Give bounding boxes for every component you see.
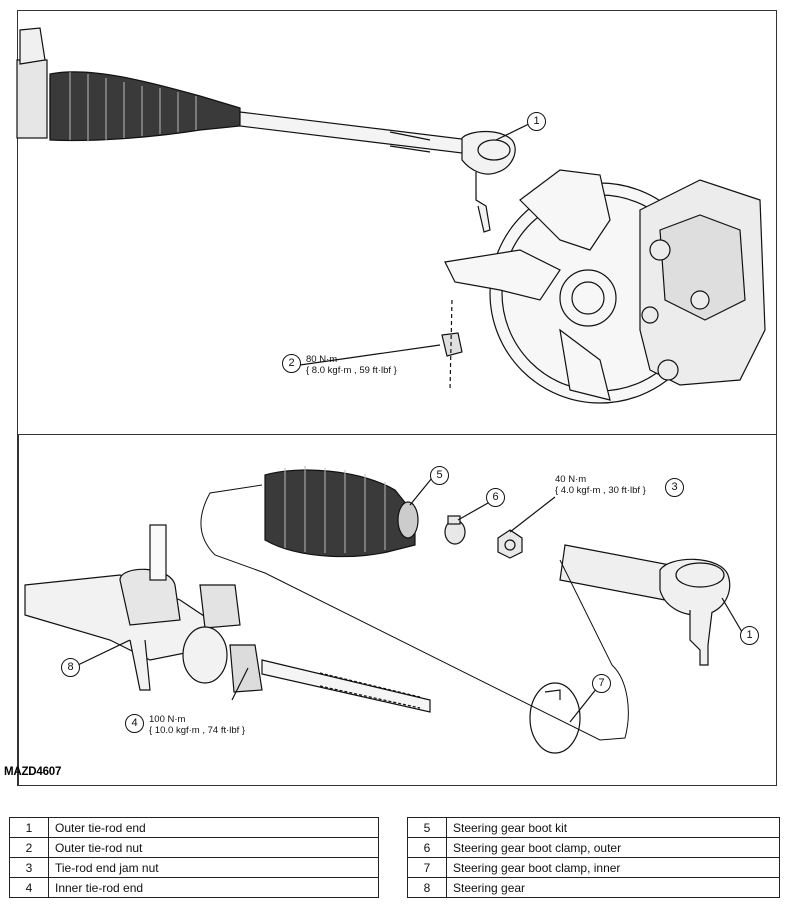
torque-value: 100 N·m: [149, 714, 186, 725]
steering-knuckle: [444, 169, 711, 404]
steering-gear-boot-part: [264, 466, 419, 558]
steering-gear-housing: [24, 524, 241, 691]
legend-num: 6: [407, 837, 447, 858]
callout-2: 2: [282, 354, 301, 373]
torque-conversion: { 8.0 kgf·m , 59 ft·lbf }: [306, 365, 397, 376]
legend-num: 5: [407, 817, 447, 838]
torque-value: 40 N·m: [555, 474, 587, 485]
callout-1-top: 1: [527, 112, 546, 131]
torque-spec-outer-nut: 80 N·m { 8.0 kgf·m , 59 ft·lbf }: [306, 354, 397, 376]
legend-num: 2: [9, 837, 49, 858]
legend-label: Outer tie-rod end: [48, 817, 379, 838]
leader-3: [509, 496, 556, 533]
callout-5: 5: [430, 466, 449, 485]
boot-clamp-inner-part: [529, 682, 581, 754]
legend-label: Outer tie-rod nut: [48, 837, 379, 858]
legend-num: 3: [9, 857, 49, 878]
legend-num: 4: [9, 877, 49, 898]
torque-conversion: { 4.0 kgf·m , 30 ft·lbf }: [555, 485, 646, 496]
figure-id: MAZD4607: [4, 766, 62, 778]
tie-rod-upper: [239, 111, 471, 155]
callout-6: 6: [486, 488, 505, 507]
legend-label: Steering gear: [446, 877, 780, 898]
leader-1-bottom: [721, 597, 743, 633]
callout-3: 3: [665, 478, 684, 497]
leader-4: [231, 667, 249, 701]
leader-7: [569, 687, 598, 723]
torque-spec-jam-nut: 40 N·m { 4.0 kgf·m , 30 ft·lbf }: [555, 474, 646, 496]
legend-num: 7: [407, 857, 447, 878]
callout-4: 4: [125, 714, 144, 733]
exploded-view-frame: [18, 434, 776, 786]
legend-label: Steering gear boot clamp, outer: [446, 837, 780, 858]
torque-spec-inner-end: 100 N·m { 10.0 kgf·m , 74 ft·lbf }: [149, 714, 245, 736]
callout-7: 7: [592, 674, 611, 693]
callout-1-bottom: 1: [740, 626, 759, 645]
steering-diagram-art: [16, 27, 766, 754]
boot-clamp-outer-part: [444, 515, 466, 545]
leader-6: [457, 502, 489, 521]
legend-label: Tie-rod end jam nut: [48, 857, 379, 878]
torque-value: 80 N·m: [306, 354, 338, 365]
legend-label: Inner tie-rod end: [48, 877, 379, 898]
tie-rod-sleeve: [559, 544, 671, 601]
legend-num: 1: [9, 817, 49, 838]
tie-rod-end-upper: [461, 130, 516, 233]
torque-conversion: { 10.0 kgf·m , 74 ft·lbf }: [149, 725, 246, 736]
assembly-guide-loop: [200, 484, 629, 741]
leader-2: [299, 344, 441, 366]
legend-label: Steering gear boot clamp, inner: [446, 857, 780, 878]
brake-caliper: [639, 179, 766, 386]
steering-rack-upper: [16, 27, 51, 139]
jam-nut-part: [497, 529, 523, 559]
callout-8: 8: [61, 658, 80, 677]
tie-rod-end-lower: [659, 558, 731, 666]
legend-num: 8: [407, 877, 447, 898]
leader-8: [77, 639, 131, 666]
leader-5: [409, 477, 433, 506]
legend-label: Steering gear boot kit: [446, 817, 780, 838]
steering-boot-upper: [49, 71, 241, 142]
outer-tie-rod-nut-part: [441, 299, 463, 391]
inner-tie-rod-end-part: [229, 644, 431, 713]
